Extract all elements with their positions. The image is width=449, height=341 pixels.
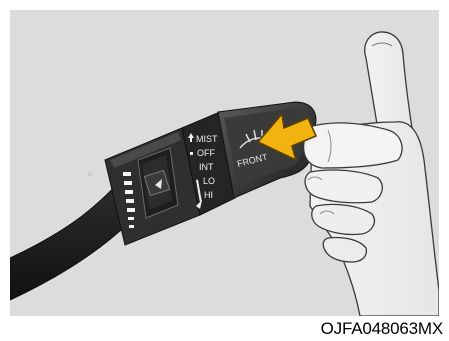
illustration-frame: INT ✲ MIST OFF INT LO HI <box>10 10 439 316</box>
position-hi: HI <box>204 190 213 200</box>
ring-label: INT <box>138 128 152 139</box>
position-off: OFF <box>197 148 215 158</box>
figure-code: OJFA048063MX <box>321 319 443 339</box>
position-int: INT <box>199 162 214 172</box>
hand <box>304 32 439 316</box>
position-lo: LO <box>203 176 215 186</box>
svg-text:✲: ✲ <box>85 170 94 180</box>
position-mist: MIST <box>196 134 218 144</box>
wiper-stalk-illustration: INT ✲ MIST OFF INT LO HI <box>10 10 439 316</box>
